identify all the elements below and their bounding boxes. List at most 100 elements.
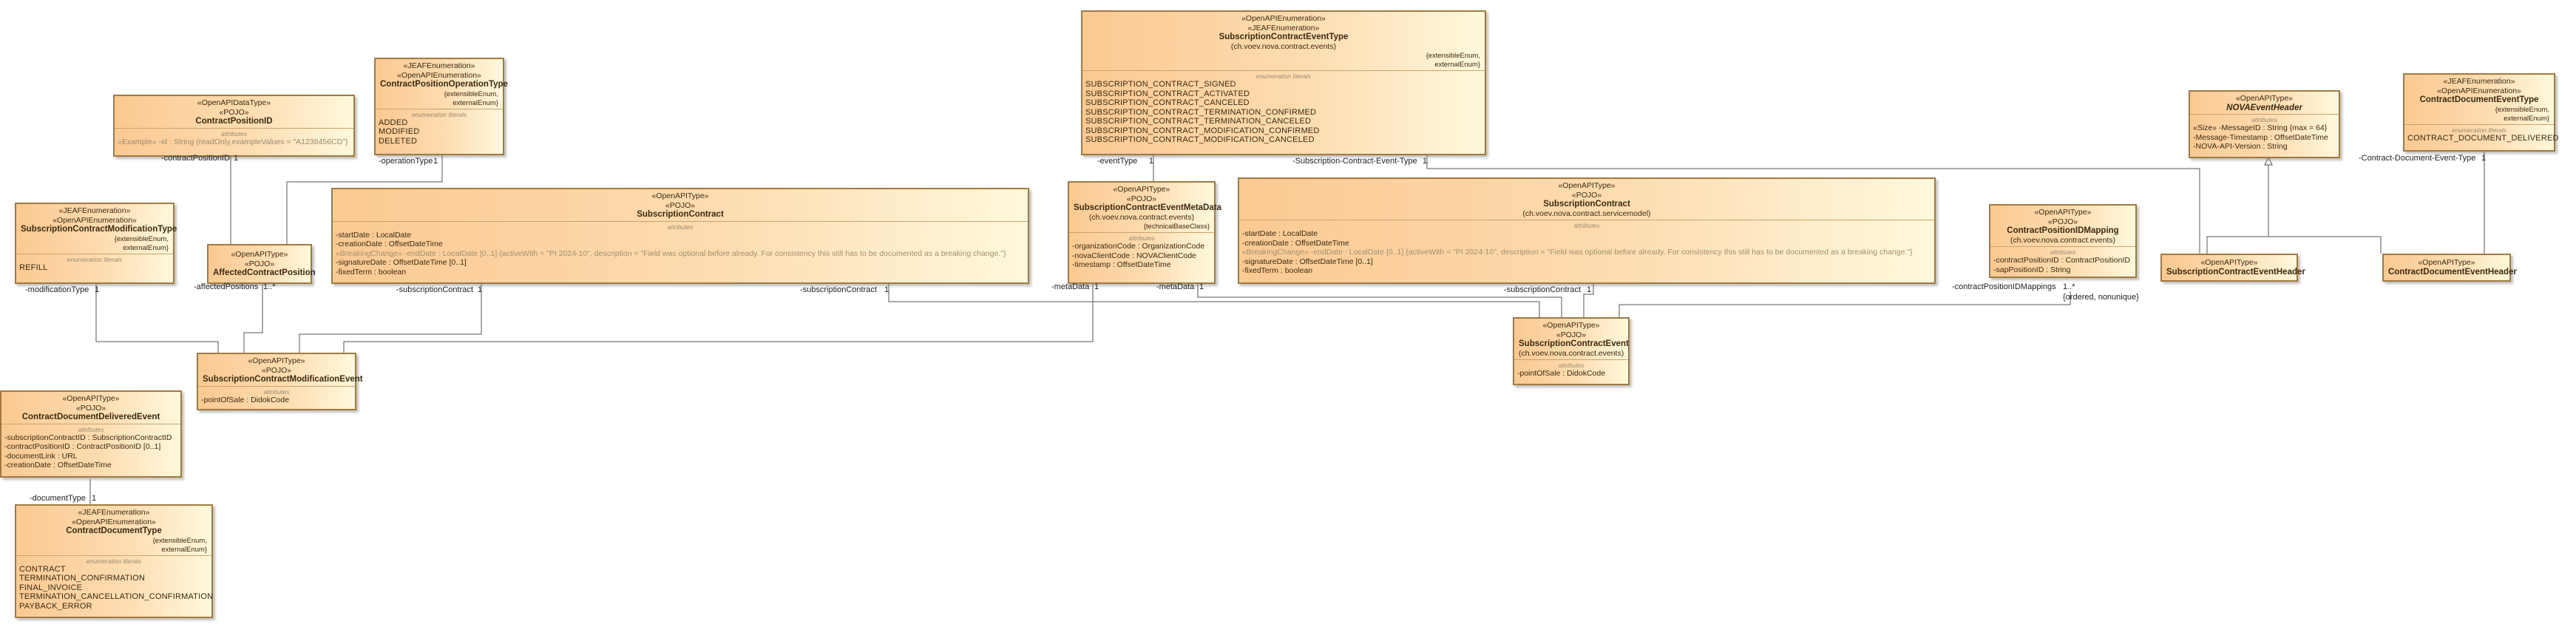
section-label: attributes bbox=[1573, 222, 1600, 229]
role-label: -operationType bbox=[379, 157, 433, 166]
attribute: -creationDate : OffsetDateTime bbox=[4, 461, 112, 470]
class-name: AffectedContractPosition bbox=[213, 268, 316, 277]
enum-literal: MODIFIED bbox=[379, 127, 420, 136]
class-name: SubscriptionContract bbox=[637, 210, 724, 219]
enum-literal: SUBSCRIPTION_CONTRACT_ACTIVATED bbox=[1085, 89, 1250, 98]
constraint-label: {ordered, nonunique} bbox=[2063, 293, 2139, 302]
tagged-value: {extensibleEnum, bbox=[152, 536, 207, 545]
enum-literal: CONTRACT bbox=[19, 564, 66, 574]
enum-literal: SUBSCRIPTION_CONTRACT_TERMINATION_CANCEL… bbox=[1085, 117, 1312, 126]
class-subscription-contract-modification-event[interactable]: «OpenAPIType»«POJO»SubscriptionContractM… bbox=[197, 353, 363, 410]
enum-literal: SUBSCRIPTION_CONTRACT_MODIFICATION_CANCE… bbox=[1085, 135, 1315, 144]
class-name: ContractPositionID bbox=[195, 117, 273, 126]
enum-literal: CONTRACT_DOCUMENT_DELIVERED bbox=[2407, 133, 2559, 143]
attribute: «BreakingChange» -endDate : LocalDate [0… bbox=[336, 248, 1006, 258]
tagged-value: {extensibleEnum, bbox=[444, 89, 498, 98]
class-subscription-contract-event[interactable]: «OpenAPIType»«POJO»SubscriptionContractE… bbox=[1513, 317, 1630, 385]
tagged-value: {extensibleEnum, bbox=[114, 234, 169, 243]
stereotype: «POJO» bbox=[1571, 190, 1602, 200]
stereotype: «OpenAPIType» bbox=[62, 394, 120, 403]
package-name: (ch.voev.nova.contract.servicemodel) bbox=[1522, 209, 1651, 218]
class-subscription-contract-event-header[interactable]: «OpenAPIType»SubscriptionContractEventHe… bbox=[2160, 254, 2305, 282]
stereotype: «JEAFEnumeration» bbox=[58, 206, 131, 215]
stereotype: «OpenAPIType» bbox=[1113, 185, 1170, 194]
package-name: (ch.voev.nova.contract.events) bbox=[1230, 41, 1337, 51]
multiplicity-label: 1 bbox=[234, 154, 239, 163]
enum-literal: SUBSCRIPTION_CONTRACT_MODIFICATION_CONFI… bbox=[1085, 126, 1320, 135]
role-label: -subscriptionContract bbox=[1504, 285, 1581, 294]
stereotype: «OpenAPIType» bbox=[248, 356, 305, 365]
multiplicity-label: 1 bbox=[95, 285, 100, 294]
attribute: -subscriptionContractID : SubscriptionCo… bbox=[4, 433, 172, 442]
tagged-value: externalEnum} bbox=[1434, 61, 1480, 69]
class-subscription-contract-event-type[interactable]: «OpenAPIEnumeration»«JEAFEnumeration»Sub… bbox=[1081, 10, 1486, 155]
class-nova-event-header[interactable]: «OpenAPIType»NOVAEventHeader attributes«… bbox=[2189, 90, 2340, 158]
class-name: SubscriptionContract bbox=[1543, 200, 1630, 209]
attribute: -novaClientCode : NOVAClientCode bbox=[1072, 251, 1196, 260]
class-contract-document-type[interactable]: «JEAFEnumeration»«OpenAPIEnumeration»Con… bbox=[15, 504, 213, 618]
stereotype: «OpenAPIType» bbox=[651, 192, 709, 200]
class-name: SubscriptionContractEventHeader bbox=[2166, 267, 2305, 277]
class-contract-position-operation-type[interactable]: «JEAFEnumeration»«OpenAPIEnumeration»Con… bbox=[374, 58, 508, 155]
tagged-value: externalEnum} bbox=[123, 243, 169, 252]
attribute: -contractPositionID : ContractPositionID bbox=[1993, 256, 2130, 265]
multiplicity-label: 1 bbox=[2481, 154, 2487, 163]
class-affected-contract-position[interactable]: «OpenAPIType»«POJO»AffectedContractPosit… bbox=[207, 244, 316, 284]
attribute: -contractPositionID : ContractPositionID… bbox=[4, 442, 161, 451]
tagged-value: {technicalBaseClass} bbox=[1143, 223, 1210, 231]
class-contract-position-id-mapping[interactable]: «OpenAPIType»«POJO»ContractPositionIDMap… bbox=[1989, 204, 2137, 278]
stereotype: «POJO» bbox=[244, 259, 275, 268]
class-contract-position-id[interactable]: «OpenAPIDataType»«POJO»ContractPositionI… bbox=[113, 95, 355, 157]
stereotype: «OpenAPIEnumeration» bbox=[1241, 14, 1326, 23]
attribute: -organizationCode : OrganizationCode bbox=[1072, 242, 1205, 251]
class-contract-document-delivered-event[interactable]: «OpenAPIType»«POJO»ContractDocumentDeliv… bbox=[0, 390, 182, 478]
class-contract-document-event-header[interactable]: «OpenAPIType»ContractDocumentEventHeader bbox=[2382, 254, 2517, 282]
attribute: -signatureDate : OffsetDateTime [0..1] bbox=[336, 258, 467, 267]
stereotype: «POJO» bbox=[75, 403, 106, 413]
stereotype: «POJO» bbox=[1556, 330, 1587, 339]
section-label: enumeration literals bbox=[67, 255, 123, 263]
role-label: -contractPositionID bbox=[161, 154, 230, 163]
stereotype: «JEAFEnumeration» bbox=[403, 61, 475, 70]
role-label: -eventType bbox=[1097, 157, 1138, 166]
class-name: SubscriptionContractEventType bbox=[1218, 33, 1349, 41]
section-label: enumeration literals bbox=[411, 110, 467, 118]
class-name: SubscriptionContractEventMetaData bbox=[1074, 203, 1222, 212]
class-contract-document-event-type[interactable]: «JEAFEnumeration»«OpenAPIEnumeration»Con… bbox=[2403, 73, 2559, 152]
role-label: -documentType bbox=[30, 494, 86, 503]
package-name: (ch.voev.nova.contract.events) bbox=[2010, 235, 2116, 245]
stereotype: «POJO» bbox=[1126, 194, 1157, 203]
stereotype: «POJO» bbox=[2047, 217, 2078, 226]
section-label: attributes bbox=[1128, 234, 1155, 242]
section-label: attributes bbox=[78, 425, 104, 433]
attribute: -creationDate : OffsetDateTime bbox=[336, 240, 443, 248]
class-subscription-contract[interactable]: «OpenAPIType»«POJO»SubscriptionContract … bbox=[331, 188, 1029, 284]
stereotype: «OpenAPIType» bbox=[2418, 258, 2475, 267]
class-subscription-contract-servicemodel[interactable]: «OpenAPIType»«POJO»SubscriptionContract(… bbox=[1238, 177, 1936, 284]
attribute: «Example» -id : String {readOnly,example… bbox=[118, 137, 348, 146]
section-label: attributes bbox=[221, 129, 247, 138]
class-name: ContractPositionIDMapping bbox=[2007, 226, 2119, 235]
tagged-value: externalEnum} bbox=[161, 545, 207, 554]
class-name: NOVAEventHeader bbox=[2226, 103, 2302, 112]
section-label: attributes bbox=[2050, 248, 2076, 256]
role-label: -metaData bbox=[1156, 282, 1195, 291]
enum-literal: PAYBACK_ERROR bbox=[19, 601, 92, 611]
stereotype: «OpenAPIType» bbox=[2034, 208, 2092, 217]
multiplicity-label: 1 bbox=[1149, 157, 1154, 166]
class-subscription-contract-event-meta-data[interactable]: «OpenAPIType»«POJO»SubscriptionContractE… bbox=[1068, 181, 1222, 284]
class-name: ContractDocumentEventHeader bbox=[2388, 267, 2517, 277]
tagged-value: {extensibleEnum, bbox=[2495, 105, 2549, 114]
attribute: -startDate : LocalDate bbox=[336, 230, 412, 240]
stereotype: «OpenAPIType» bbox=[231, 250, 288, 259]
stereotype: «JEAFEnumeration» bbox=[78, 508, 150, 517]
section-label: attributes bbox=[667, 223, 694, 231]
enum-literal: SUBSCRIPTION_CONTRACT_SIGNED bbox=[1085, 80, 1236, 89]
class-subscription-contract-modification-type[interactable]: «JEAFEnumeration»«OpenAPIEnumeration»Sub… bbox=[15, 203, 177, 284]
attribute: -Message-Timestamp : OffsetDateTime bbox=[2193, 132, 2328, 142]
stereotype: «OpenAPIType» bbox=[2235, 94, 2294, 103]
class-name: SubscriptionContractModificationType bbox=[21, 225, 177, 234]
attribute: -documentLink : URL bbox=[4, 451, 78, 461]
section-label: attributes bbox=[1558, 362, 1584, 369]
multiplicity-label: 1 bbox=[1199, 282, 1204, 291]
